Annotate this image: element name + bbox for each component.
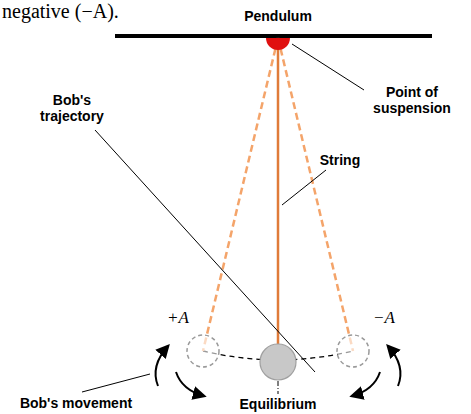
caption-fragment: negative (−A).	[2, 0, 119, 23]
movement-arrow	[388, 346, 400, 386]
part-label: Point of suspension	[364, 84, 460, 116]
suspension-point	[266, 38, 290, 50]
bob-center	[260, 344, 296, 380]
part-label: Bob's movement	[20, 395, 132, 411]
string-right	[278, 38, 353, 351]
ceiling-bar	[115, 34, 432, 38]
equilibrium-line	[278, 381, 279, 394]
movement-arrow	[352, 372, 380, 396]
leader-line	[292, 44, 364, 90]
part-label: Bob's trajectory	[27, 92, 117, 124]
part-label: String	[320, 152, 360, 168]
amplitude-label: +A	[167, 308, 189, 328]
bob-right	[337, 335, 369, 367]
amplitude-label: −A	[373, 308, 395, 328]
leader-line	[282, 170, 326, 205]
leader-line	[95, 130, 315, 372]
part-label: Equilibrium	[240, 396, 317, 412]
string-left	[203, 38, 278, 351]
string-center	[277, 38, 280, 344]
movement-arrow	[176, 372, 204, 396]
movement-arrow	[156, 346, 168, 386]
title-label: Pendulum	[244, 8, 312, 24]
leader-line	[82, 374, 150, 392]
bob-left	[187, 335, 219, 367]
